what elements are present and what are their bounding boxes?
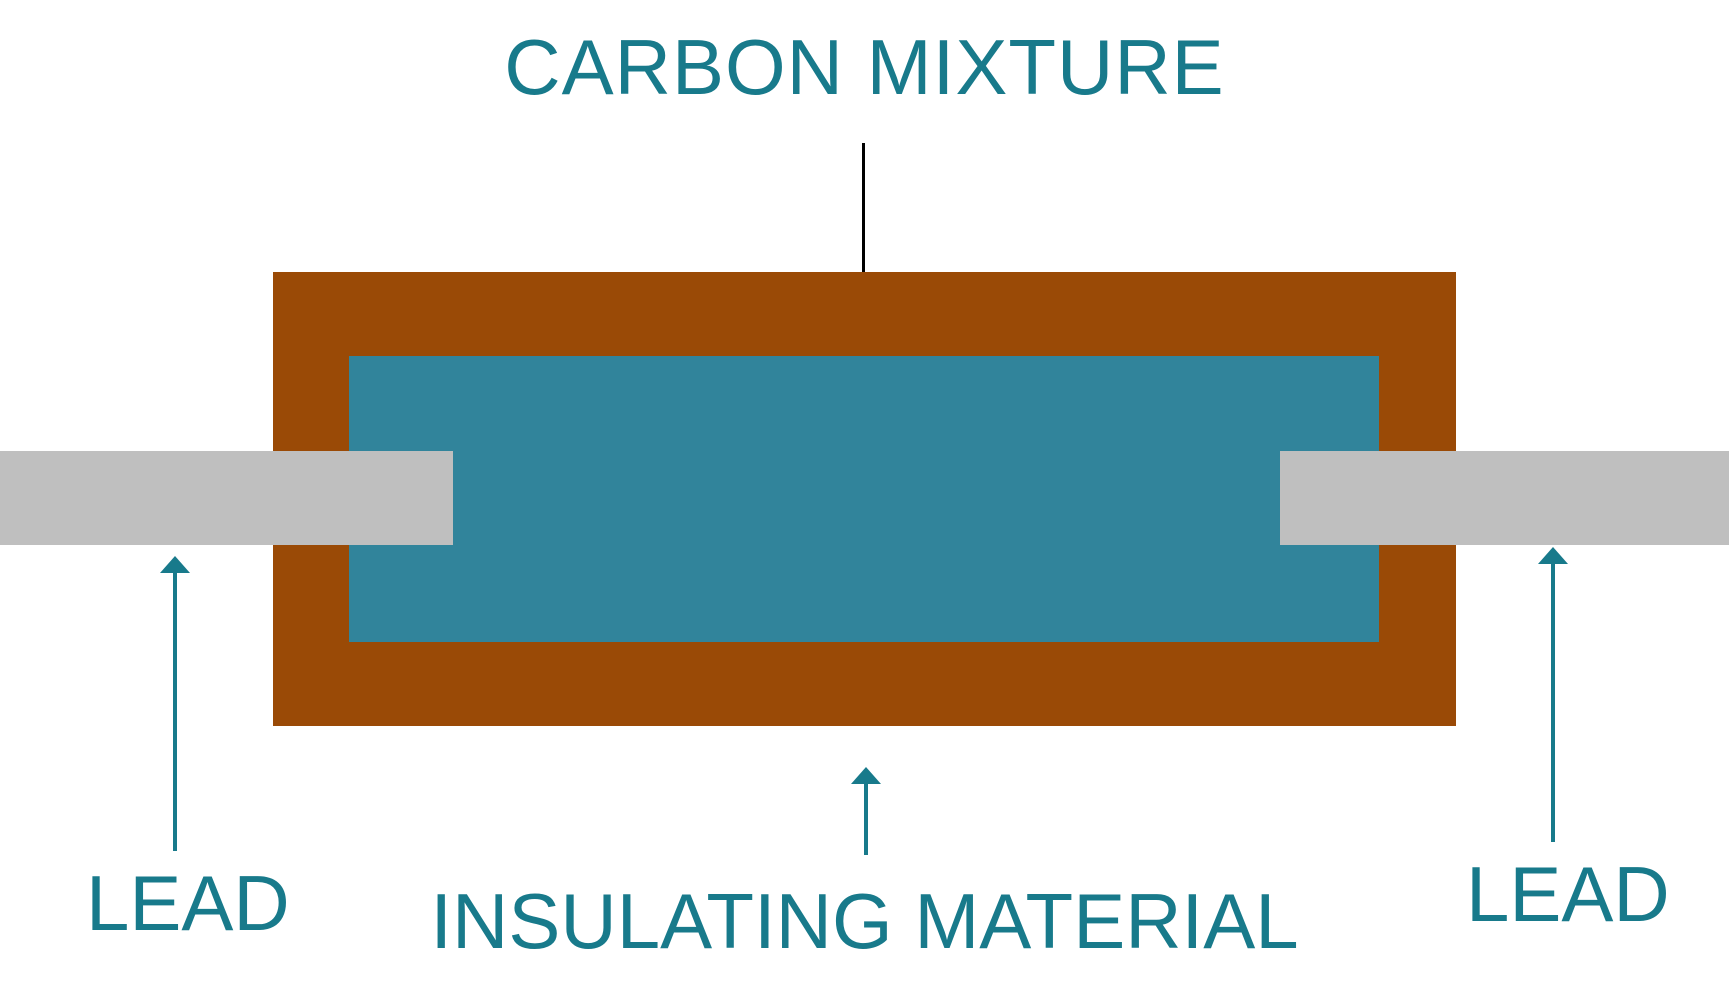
arrow-head-up-icon — [851, 767, 881, 784]
arrow-head-up-icon — [1538, 547, 1568, 564]
lead-right-label: LEAD — [1466, 850, 1670, 938]
lead-left-rect — [0, 451, 453, 545]
insulating-material-label: INSULATING MATERIAL — [430, 877, 1299, 965]
arrow-shaft — [1551, 563, 1555, 842]
arrow-shaft — [864, 783, 868, 855]
carbon-mixture-rect — [349, 356, 1379, 642]
arrow-head-up-icon — [160, 556, 190, 573]
carbon-mixture-title: CARBON MIXTURE — [504, 23, 1225, 111]
lead-left-label: LEAD — [86, 859, 290, 947]
lead-right-rect — [1280, 451, 1729, 545]
arrow-shaft — [173, 572, 177, 851]
